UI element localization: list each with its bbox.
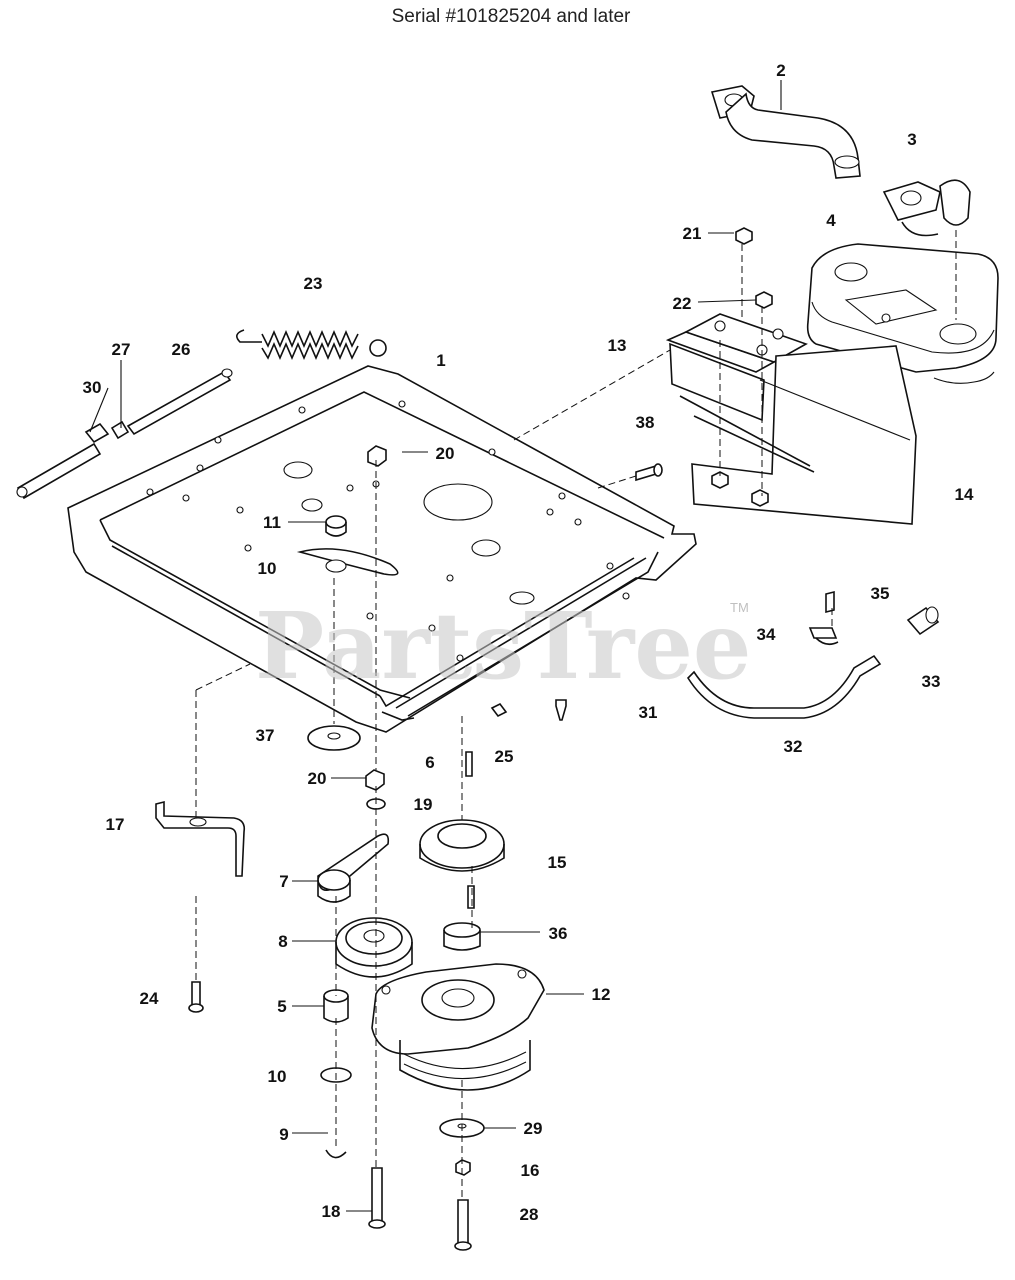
leader-lines: [89, 80, 782, 1212]
callout-14: 14: [955, 485, 974, 504]
fitting-33-part: [906, 606, 940, 636]
callout-11: 11: [263, 513, 281, 532]
clip-9-part: [325, 1149, 347, 1159]
clutch-part: [371, 963, 545, 1091]
callout-32: 32: [784, 737, 803, 756]
callout-10-top: 10: [258, 559, 277, 578]
nut-16-part: [455, 1159, 471, 1176]
callout-16: 16: [521, 1161, 540, 1180]
callout-19: 19: [414, 795, 433, 814]
bracket-17-part: [155, 800, 246, 877]
callout-22: 22: [673, 294, 692, 313]
callout-4: 4: [826, 211, 836, 230]
callout-29: 29: [524, 1119, 543, 1138]
callout-38: 38: [636, 413, 655, 432]
callout-34: 34: [757, 625, 776, 644]
exhaust-pipe-part: [710, 85, 861, 179]
callout-2: 2: [776, 61, 785, 80]
callout-35: 35: [871, 584, 890, 603]
idler-arm-plate-part: [296, 548, 399, 576]
callout-9: 9: [279, 1125, 288, 1144]
spacer-5-part: [323, 989, 349, 1023]
bolt-24-part: [188, 981, 204, 1013]
exhaust-elbow-part: [882, 179, 971, 237]
serial-header: Serial #101825204 and later: [392, 6, 631, 27]
hose-part: [686, 654, 882, 719]
nut-20-part: [365, 769, 385, 791]
callout-labels: 2 3 4 21 22 23 27 26 1 13 30 38 20 14 11…: [83, 61, 974, 1224]
watermark: PartsTree TM: [255, 592, 751, 700]
screw-31-part: [490, 699, 567, 721]
control-rod-part: [16, 368, 233, 500]
callout-20-bottom: 20: [308, 769, 327, 788]
bolt-28-part: [454, 1199, 472, 1251]
callout-30: 30: [83, 378, 102, 397]
flange-nut-part: [367, 445, 387, 467]
callout-7: 7: [279, 872, 288, 891]
idler-pulley-part: [335, 917, 413, 978]
callout-6: 6: [425, 753, 434, 772]
bolt-38-part: [635, 463, 663, 482]
callout-28: 28: [520, 1205, 539, 1224]
key-6-part: [467, 885, 475, 909]
key-25-part: [465, 751, 473, 777]
muffler-part: [806, 243, 999, 384]
bolt-21-part: [735, 227, 753, 245]
idler-arm-part: [317, 833, 390, 903]
callout-31: 31: [639, 703, 658, 722]
callout-10-bottom: 10: [268, 1067, 287, 1086]
clamp-part: [808, 627, 839, 646]
callout-15: 15: [548, 853, 567, 872]
callout-27: 27: [112, 340, 131, 359]
bushing-part: [325, 515, 347, 537]
mounting-plate-part: [67, 365, 697, 733]
watermark-tm: TM: [730, 600, 749, 615]
callout-25: 25: [495, 747, 514, 766]
callout-26: 26: [172, 340, 191, 359]
callout-12: 12: [592, 985, 611, 1004]
bolt-18-part: [368, 1167, 386, 1229]
callout-17: 17: [106, 815, 125, 834]
callout-36: 36: [549, 924, 568, 943]
watermark-text: PartsTree: [255, 592, 751, 700]
callout-37: 37: [256, 726, 275, 745]
callout-5: 5: [277, 997, 286, 1016]
callout-18: 18: [322, 1202, 341, 1221]
callout-20-top: 20: [436, 444, 455, 463]
assembly-lines: [195, 230, 957, 1200]
washer-37-part: [307, 725, 361, 751]
callout-21: 21: [683, 224, 702, 243]
callout-33: 33: [922, 672, 941, 691]
callout-3: 3: [907, 130, 916, 149]
tension-spring-part: [236, 329, 387, 361]
callout-23: 23: [304, 274, 323, 293]
callout-24: 24: [140, 989, 159, 1008]
callout-13: 13: [608, 336, 627, 355]
callout-8: 8: [278, 932, 287, 951]
spacer-36-part: [443, 922, 481, 951]
bolt-22-part: [755, 291, 773, 309]
heat-shield-bracket-part: [665, 313, 917, 525]
drive-pulley-part: [419, 819, 505, 872]
bolt-35-part: [825, 590, 835, 614]
callout-1: 1: [436, 351, 445, 370]
